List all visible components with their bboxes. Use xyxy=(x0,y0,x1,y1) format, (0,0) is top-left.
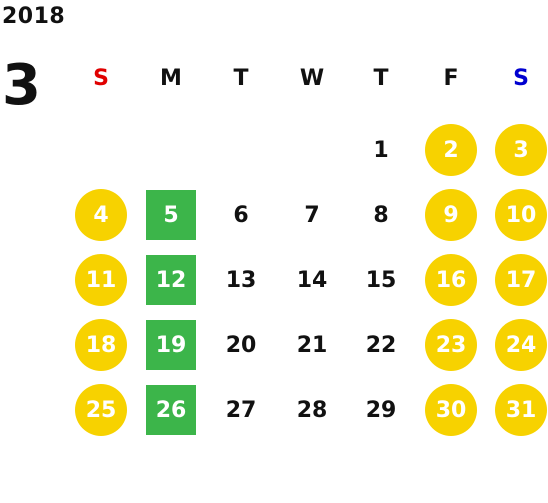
calendar-day[interactable]: 11 xyxy=(75,254,127,306)
calendar-day[interactable]: 1 xyxy=(373,137,389,163)
weekday-header-6: S xyxy=(513,66,529,91)
calendar-day[interactable]: 25 xyxy=(75,384,127,436)
calendar-day[interactable]: 30 xyxy=(425,384,477,436)
calendar-day[interactable]: 15 xyxy=(365,267,397,293)
calendar-day[interactable]: 31 xyxy=(495,384,547,436)
weekday-header-0: S xyxy=(93,66,109,91)
calendar-day[interactable]: 27 xyxy=(225,397,257,423)
calendar-day[interactable]: 3 xyxy=(495,124,547,176)
calendar-day[interactable]: 19 xyxy=(146,320,196,370)
calendar-day[interactable]: 20 xyxy=(225,332,257,358)
calendar-day[interactable]: 16 xyxy=(425,254,477,306)
calendar-day[interactable]: 5 xyxy=(146,190,196,240)
weekday-header-3: W xyxy=(299,66,325,91)
calendar-day[interactable]: 7 xyxy=(304,202,320,228)
calendar-month: 3 xyxy=(2,53,41,118)
weekday-header-5: F xyxy=(443,66,459,91)
calendar-day[interactable]: 24 xyxy=(495,319,547,371)
calendar-day[interactable]: 28 xyxy=(296,397,328,423)
weekday-header-4: T xyxy=(373,66,389,91)
calendar-day[interactable]: 21 xyxy=(296,332,328,358)
calendar-day[interactable]: 4 xyxy=(75,189,127,241)
calendar-year: 2018 xyxy=(2,4,66,29)
weekday-header-1: M xyxy=(160,66,182,91)
calendar-day[interactable]: 23 xyxy=(425,319,477,371)
calendar-day[interactable]: 22 xyxy=(365,332,397,358)
calendar-day[interactable]: 26 xyxy=(146,385,196,435)
calendar-day[interactable]: 12 xyxy=(146,255,196,305)
calendar-day[interactable]: 29 xyxy=(365,397,397,423)
calendar-day[interactable]: 10 xyxy=(495,189,547,241)
calendar-day[interactable]: 6 xyxy=(233,202,249,228)
calendar-day[interactable]: 2 xyxy=(425,124,477,176)
calendar-day[interactable]: 17 xyxy=(495,254,547,306)
calendar-day[interactable]: 18 xyxy=(75,319,127,371)
calendar-day[interactable]: 9 xyxy=(425,189,477,241)
calendar-day[interactable]: 14 xyxy=(296,267,328,293)
weekday-header-2: T xyxy=(233,66,249,91)
calendar-day[interactable]: 8 xyxy=(373,202,389,228)
calendar-day[interactable]: 13 xyxy=(225,267,257,293)
